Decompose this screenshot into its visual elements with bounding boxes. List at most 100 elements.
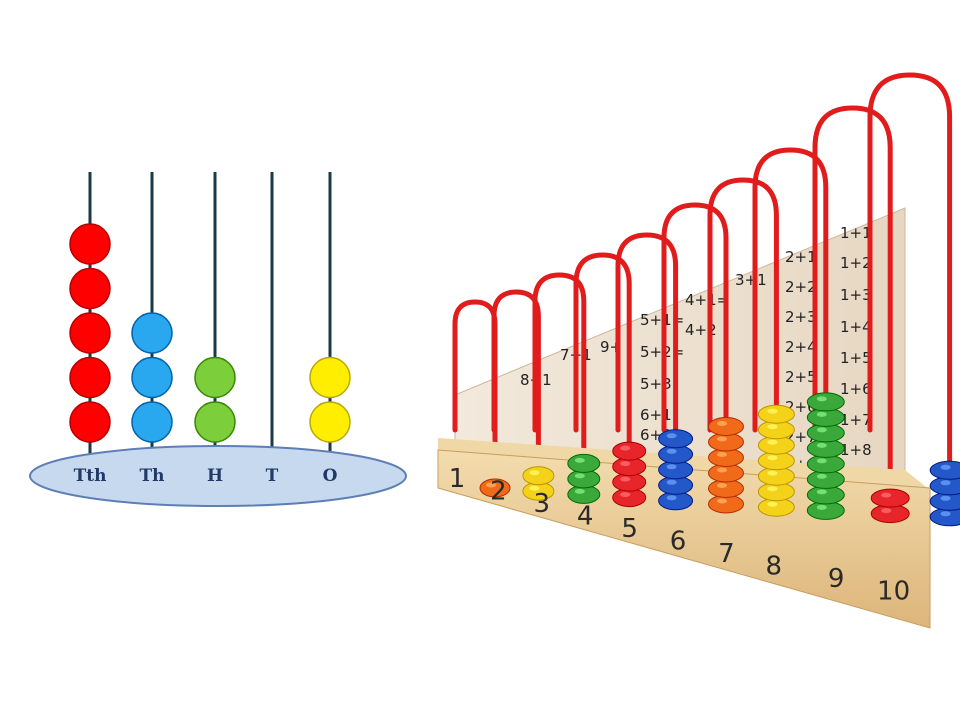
bead-tth <box>69 223 111 265</box>
bead-highlight <box>529 470 540 476</box>
bead-o <box>309 401 351 443</box>
place-value-base <box>29 445 407 507</box>
bead-highlight <box>767 501 778 507</box>
bead-h <box>194 356 236 399</box>
bead-highlight <box>666 433 677 439</box>
bead-highlight <box>620 492 631 498</box>
equation-text: 1+3 <box>840 286 872 304</box>
bead-highlight <box>666 479 677 485</box>
bead-highlight <box>881 508 892 514</box>
bead-highlight <box>620 461 631 467</box>
counting-rod-5 <box>615 232 679 488</box>
bead-highlight <box>574 488 585 494</box>
counting-label-1: 1 <box>449 464 466 494</box>
counting-beads <box>479 392 960 527</box>
equation-text: 5+3 <box>640 375 672 393</box>
bead-highlight <box>816 473 827 479</box>
bead-o <box>309 356 351 399</box>
bead-tth <box>69 312 111 354</box>
bead-highlight <box>940 495 951 501</box>
bead-highlight <box>717 421 727 426</box>
bead-highlight <box>767 424 778 430</box>
counting-rod-4 <box>573 252 632 488</box>
place-label-th: Th <box>139 466 164 486</box>
bead-th <box>131 356 173 399</box>
bead-tth <box>69 356 111 399</box>
equation-text: 3+1 <box>735 271 767 289</box>
bead-highlight <box>666 464 677 470</box>
bead-highlight <box>717 452 727 457</box>
equation-text: 1+7 <box>840 411 872 429</box>
counting-label-3: 3 <box>534 489 551 519</box>
bead-highlight <box>574 473 585 479</box>
counting-bead-2 <box>522 466 555 486</box>
bead-highlight <box>666 495 677 501</box>
counting-rod-6 <box>661 202 729 488</box>
counting-bead-9 <box>870 488 910 508</box>
equation-text: 2+3 <box>785 308 817 326</box>
equation-text: 1+2 <box>840 254 872 272</box>
bead-h <box>194 401 236 443</box>
counting-bead-3 <box>567 453 601 473</box>
place-label-h: H <box>207 466 223 486</box>
counting-rod-3 <box>532 272 587 488</box>
counting-label-10: 10 <box>877 577 910 607</box>
equation-text: 1+4 <box>840 318 872 336</box>
bead-highlight <box>767 470 778 476</box>
counting-label-8: 8 <box>766 552 783 582</box>
bead-highlight <box>767 486 778 492</box>
counting-bead-7 <box>757 404 795 424</box>
bead-highlight <box>940 480 951 486</box>
place-label-t: T <box>266 466 279 486</box>
equation-text: 2+1 <box>785 248 817 266</box>
place-value-abacus: Tth Th H T O <box>29 172 407 507</box>
counting-bead-10 <box>929 460 960 480</box>
counting-rods <box>452 72 953 488</box>
bead-highlight <box>816 489 827 495</box>
counting-label-4: 4 <box>577 502 594 532</box>
bead-highlight <box>620 445 631 451</box>
equation-text: 6+1 <box>640 406 672 424</box>
bead-highlight <box>816 504 827 510</box>
equation-text: 2+5 <box>785 368 817 386</box>
bead-highlight <box>529 485 540 491</box>
bead-highlight <box>717 467 727 473</box>
counting-rod-8 <box>752 147 829 488</box>
bead-highlight <box>816 396 827 402</box>
equation-text: 1+8 <box>840 441 872 459</box>
place-label-o: O <box>323 466 338 486</box>
equation-text: 2+2 <box>785 278 817 296</box>
place-value-beads <box>69 223 351 443</box>
counting-label-7: 7 <box>718 539 735 569</box>
equation-text: 1+5 <box>840 349 872 367</box>
bead-tth <box>69 401 111 443</box>
equation-text: 4+1= <box>685 291 729 309</box>
counting-bead-8 <box>806 392 845 412</box>
bead-highlight <box>486 482 496 488</box>
counting-rod-10 <box>867 72 953 488</box>
counting-bead-5 <box>658 429 694 449</box>
bead-highlight <box>666 448 677 454</box>
bead-highlight <box>620 476 631 482</box>
bead-highlight <box>881 492 892 498</box>
counting-bead-4 <box>612 441 647 461</box>
bead-highlight <box>767 408 778 414</box>
equation-text: 1+6 <box>840 380 872 398</box>
counting-bead-6 <box>708 417 744 436</box>
counting-label-9: 9 <box>828 564 845 594</box>
bead-highlight <box>816 442 827 448</box>
bead-highlight <box>574 457 585 463</box>
counting-rod-7 <box>707 177 779 488</box>
place-label-tth: Tth <box>74 466 107 486</box>
place-value-labels: Tth Th H T O <box>74 466 338 486</box>
counting-label-5: 5 <box>621 514 638 544</box>
bead-highlight <box>717 436 727 442</box>
bead-highlight <box>816 427 827 433</box>
counting-label-2: 2 <box>490 477 507 507</box>
bead-highlight <box>717 498 727 504</box>
bead-tth <box>69 267 111 310</box>
bead-highlight <box>940 464 951 470</box>
equation-text: 1+1 <box>840 224 872 242</box>
